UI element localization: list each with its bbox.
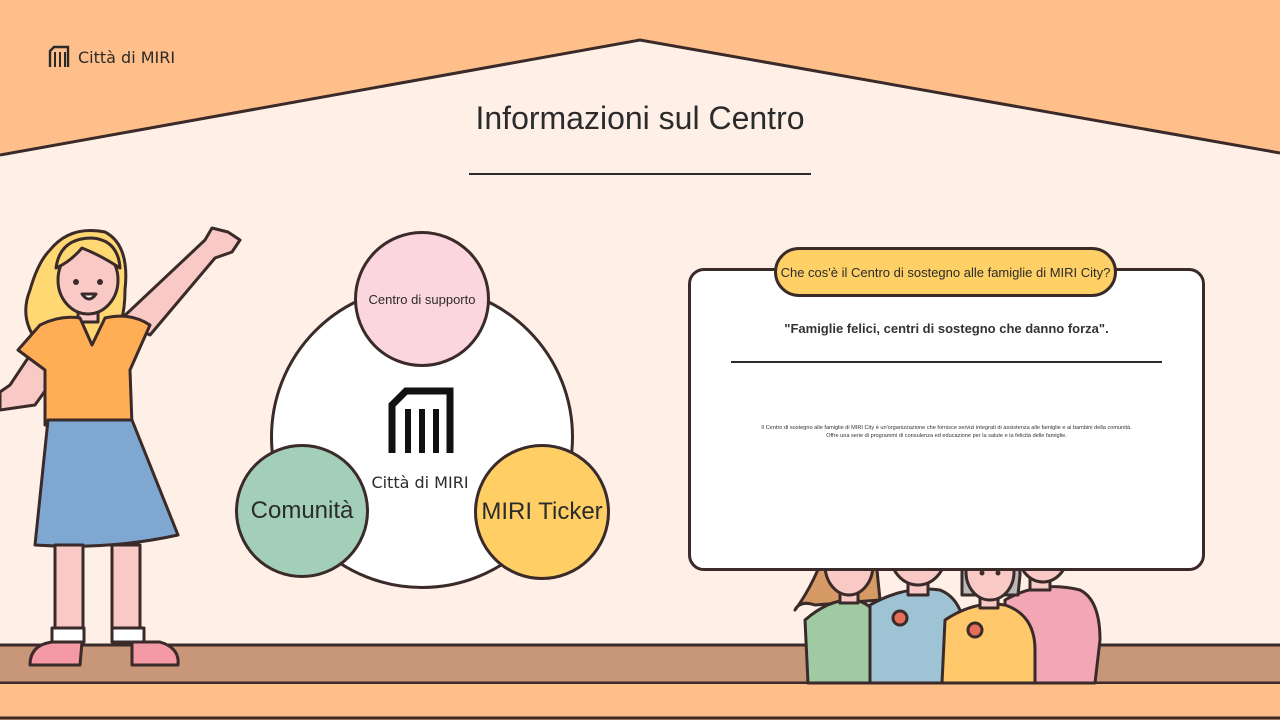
diagram-center-label: Città di MIRI — [371, 473, 469, 492]
info-card-tab: Che cos'è il Centro di sostegno alle fam… — [774, 247, 1117, 297]
page-title: Informazioni sul Centro — [475, 100, 805, 136]
brand[interactable]: Città di MIRI — [48, 43, 175, 71]
node-comunita[interactable]: Comunità — [235, 444, 369, 578]
info-card-tab-label: Che cos'è il Centro di sostegno alle fam… — [780, 264, 1111, 280]
waving-woman-illustration — [0, 226, 242, 667]
node-miri-ticker[interactable]: MIRI Ticker — [474, 444, 610, 580]
miri-logo-icon — [388, 387, 454, 453]
node-label: Comunità — [250, 497, 354, 524]
info-card — [688, 268, 1205, 571]
title-divider — [469, 173, 811, 175]
brand-name: Città di MIRI — [78, 47, 176, 67]
node-label: Centro di supporto — [368, 291, 476, 307]
node-centro-di-supporto[interactable]: Centro di supporto — [354, 231, 490, 367]
info-card-body-line: Offre una serie di programmi di consulen… — [826, 433, 1067, 439]
miri-logo-icon — [48, 45, 70, 67]
node-label: MIRI Ticker — [481, 498, 603, 525]
info-card-body: Il Centro di sostegno alle famiglie di M… — [720, 424, 1173, 440]
info-card-body-line: Il Centro di sostegno alle famiglie di M… — [761, 425, 1132, 431]
info-card-quote: "Famiglie felici, centri di sostegno che… — [784, 321, 1109, 336]
info-card-divider — [731, 361, 1162, 363]
